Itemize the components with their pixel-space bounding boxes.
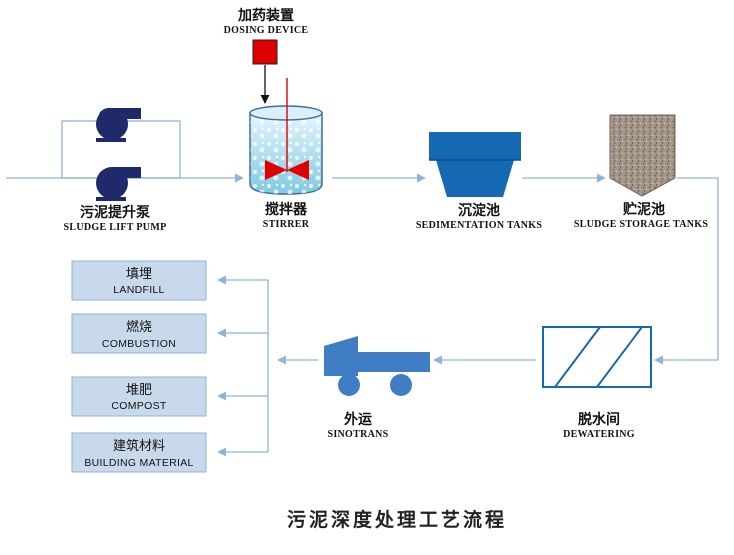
transport-label-en: SINOTRANS <box>327 429 388 440</box>
landfill-cn: 填埋 <box>126 267 152 282</box>
sludge-lift-pump-bottom <box>96 167 141 201</box>
dewatering-label-en: DEWATERING <box>563 429 635 440</box>
combustion-en: COMBUSTION <box>102 338 176 350</box>
pump-label-cn: 污泥提升泵 <box>80 204 150 221</box>
truck-wheel-rear <box>390 374 412 396</box>
sludge-lift-pump-top <box>96 107 141 142</box>
destination-combustion: 燃烧 COMBUSTION <box>71 313 207 354</box>
stirrer-tank <box>249 78 323 195</box>
transport-truck <box>324 336 430 396</box>
building-material-en: BUILDING MATERIAL <box>84 457 193 469</box>
combustion-cn: 燃烧 <box>126 319 152 335</box>
dosing-box <box>252 39 278 65</box>
dewatering-label-cn: 脱水间 <box>578 411 620 428</box>
storage-label-en: SLUDGE STORAGE TANKS <box>574 219 709 230</box>
destination-compost: 堆肥 COMPOST <box>71 376 207 417</box>
storage-label-cn: 贮泥池 <box>622 201 665 218</box>
stirrer-label-en: STIRRER <box>263 219 310 230</box>
storage-to-dewatering-line <box>654 177 719 365</box>
stirrer-label-cn: 搅拌器 <box>265 201 308 218</box>
stirrer-impeller <box>265 160 309 180</box>
dosing-label-en: DOSING DEVICE <box>224 25 309 36</box>
pump-label-en: SLUDGE LIFT PUMP <box>64 222 167 233</box>
sedimentation-tank <box>429 132 521 197</box>
building-material-cn: 建筑材料 <box>113 438 165 454</box>
dosing-device: 加药装置 DOSING DEVICE <box>224 7 309 104</box>
truck-wheel-front <box>338 374 360 396</box>
sedimentation-label-en: SEDIMENTATION TANKS <box>416 220 543 231</box>
sedimentation-label-cn: 沉淀池 <box>458 202 500 219</box>
dosing-label-cn: 加药装置 <box>237 7 294 24</box>
compost-cn: 堆肥 <box>126 383 152 398</box>
sludge-storage-tank <box>609 114 676 197</box>
landfill-en: LANDFILL <box>113 284 164 296</box>
compost-en: COMPOST <box>111 400 166 412</box>
transport-label-cn: 外运 <box>344 411 372 428</box>
destination-landfill: 填埋 LANDFILL <box>71 260 207 301</box>
dewatering-unit <box>542 326 652 388</box>
destination-building-material: 建筑材料 BUILDING MATERIAL <box>71 432 207 473</box>
diagram-title: 污泥深度处理工艺流程 <box>287 508 507 531</box>
